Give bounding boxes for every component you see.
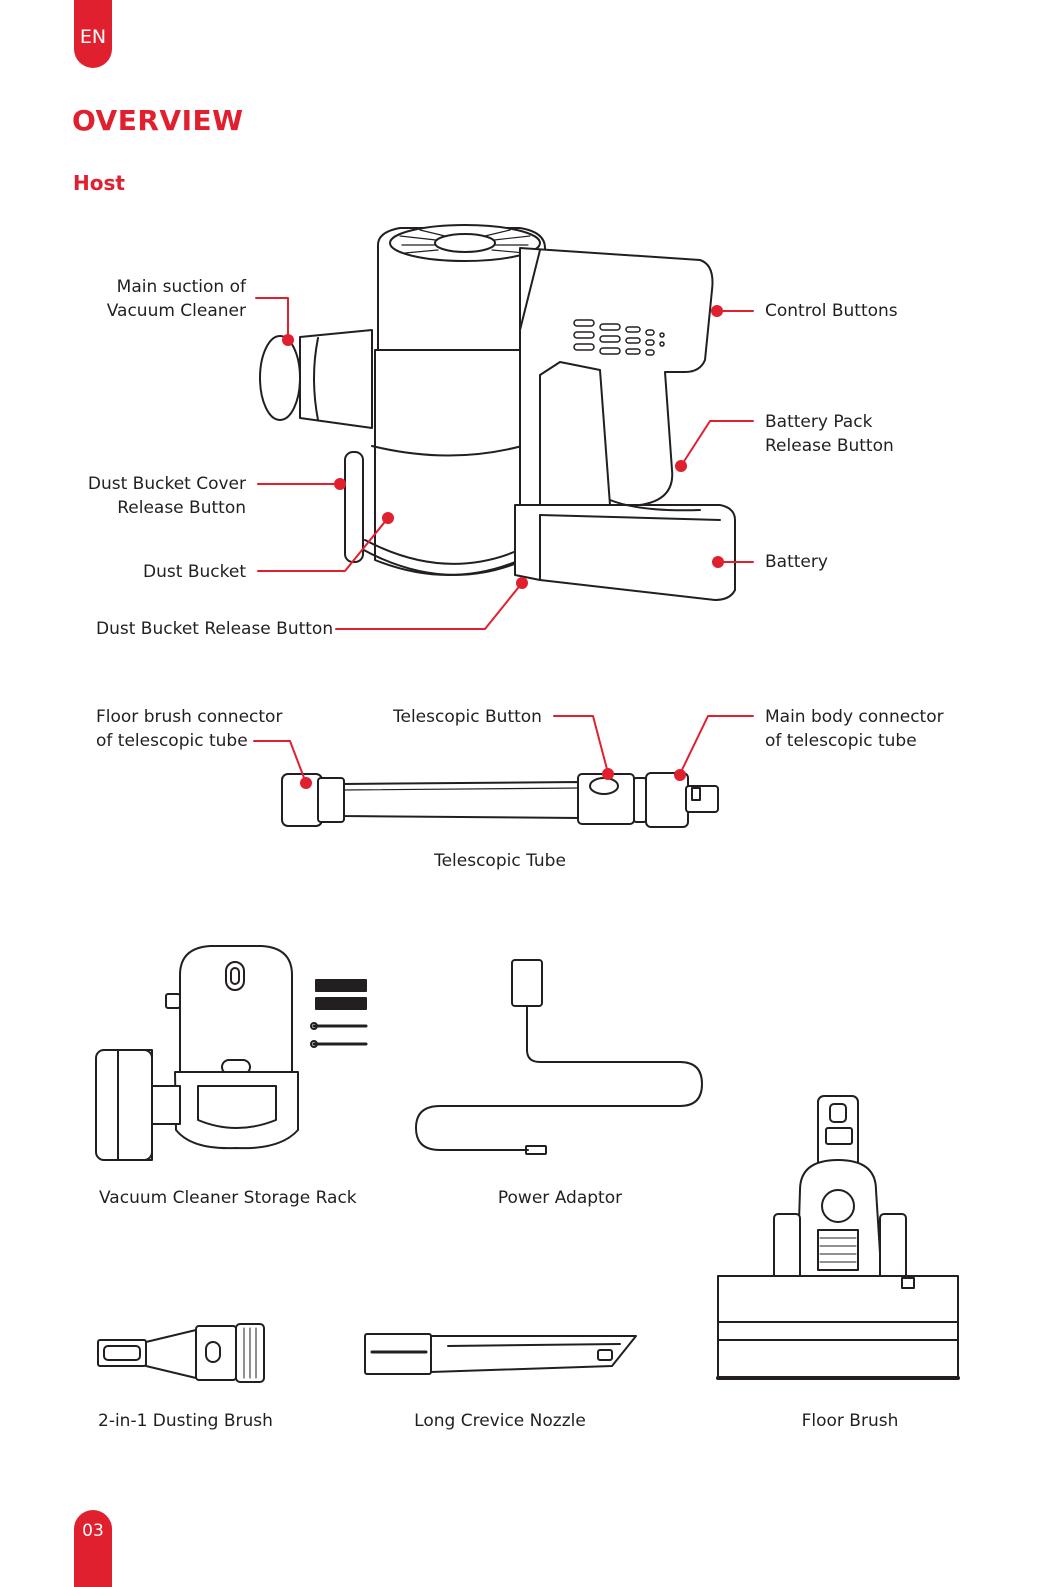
label-control-buttons: Control Buttons	[765, 301, 898, 321]
label-battery: Battery	[765, 552, 828, 572]
label-dust-bucket: Dust Bucket	[143, 562, 246, 582]
tube-callout-dots	[300, 768, 686, 789]
caption-floor-brush: Floor Brush	[801, 1411, 899, 1431]
label-floor-brush-connector: Floor brush connector of telescopic tube	[96, 707, 283, 751]
floor-brush-drawing	[716, 1095, 960, 1380]
language-code: EN	[79, 26, 107, 48]
label-dust-bucket-cover-release: Dust Bucket Cover Release Button	[87, 474, 246, 518]
label-telescopic-button: Telescopic Button	[393, 707, 542, 727]
caption-dusting-brush: 2-in-1 Dusting Brush	[98, 1411, 273, 1431]
section-title: Host	[73, 171, 125, 195]
caption-telescopic-tube: Telescopic Tube	[434, 851, 566, 871]
label-main-body-connector: Main body connector of telescopic tube	[765, 707, 944, 751]
page-number-tab: 03	[74, 1510, 112, 1587]
telescopic-tube-drawing	[281, 772, 719, 828]
page-number: 03	[82, 1521, 104, 1541]
label-dust-bucket-release: Dust Bucket Release Button	[96, 619, 334, 639]
caption-crevice-nozzle: Long Crevice Nozzle	[414, 1411, 586, 1431]
page-title: OVERVIEW	[72, 104, 244, 137]
storage-rack-drawing	[95, 945, 368, 1161]
host-callout-lines	[255, 297, 754, 630]
language-tab: EN	[74, 0, 112, 68]
host-callout-dots	[282, 305, 724, 589]
caption-storage-rack: Vacuum Cleaner Storage Rack	[99, 1188, 357, 1208]
label-main-suction: Main suction of Vacuum Cleaner	[106, 277, 246, 321]
caption-power-adaptor: Power Adaptor	[497, 1188, 623, 1208]
power-adaptor-drawing	[415, 959, 703, 1155]
vacuum-host-drawing	[259, 224, 736, 601]
label-battery-pack-release: Battery Pack Release Button	[765, 412, 894, 456]
tube-callout-lines	[253, 715, 754, 784]
dusting-brush-drawing	[97, 1323, 265, 1383]
crevice-nozzle-drawing	[364, 1333, 637, 1375]
